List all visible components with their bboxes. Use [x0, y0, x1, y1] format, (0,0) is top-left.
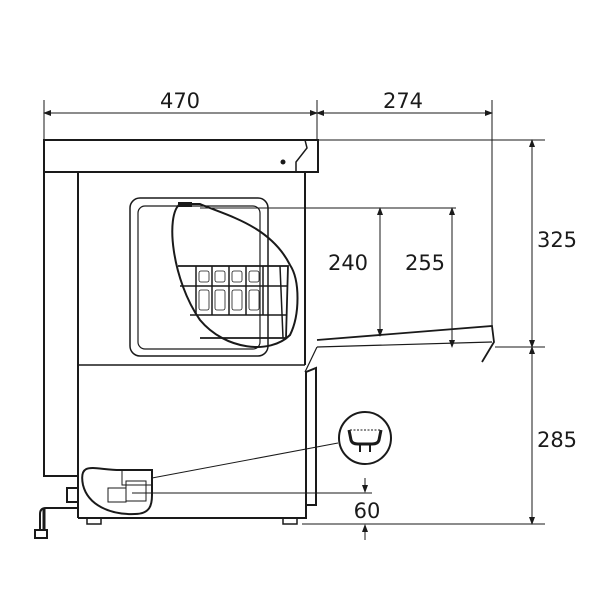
dishwasher-body [34, 139, 319, 539]
dimension-label-470: 470 [160, 89, 200, 113]
dimension-label-285: 285 [537, 428, 577, 452]
door-window [129, 197, 269, 357]
foot-left [86, 517, 102, 525]
dimension-325: 325 [529, 139, 577, 348]
dimension-240: 240 [328, 207, 383, 337]
dimension-274: 274 [316, 89, 493, 330]
water-inlet-hose [34, 487, 79, 539]
dimension-label-255: 255 [405, 251, 445, 275]
dimension-470: 470 [43, 89, 318, 140]
dimension-label-274: 274 [383, 89, 423, 113]
open-door [304, 325, 495, 373]
foot-right [282, 517, 298, 525]
dimension-285: 285 [529, 346, 577, 525]
indicator-dot [280, 159, 286, 165]
dimension-label-60: 60 [354, 499, 381, 523]
dimension-255: 255 [405, 207, 455, 348]
dimension-60: 60 [132, 478, 380, 540]
drain-icon [347, 429, 383, 446]
drain-detail-circle [338, 411, 392, 465]
dimension-label-240: 240 [328, 251, 368, 275]
drain-pump-callout [81, 411, 392, 516]
dimension-label-325: 325 [537, 228, 577, 252]
basket-cutaway [171, 202, 299, 348]
